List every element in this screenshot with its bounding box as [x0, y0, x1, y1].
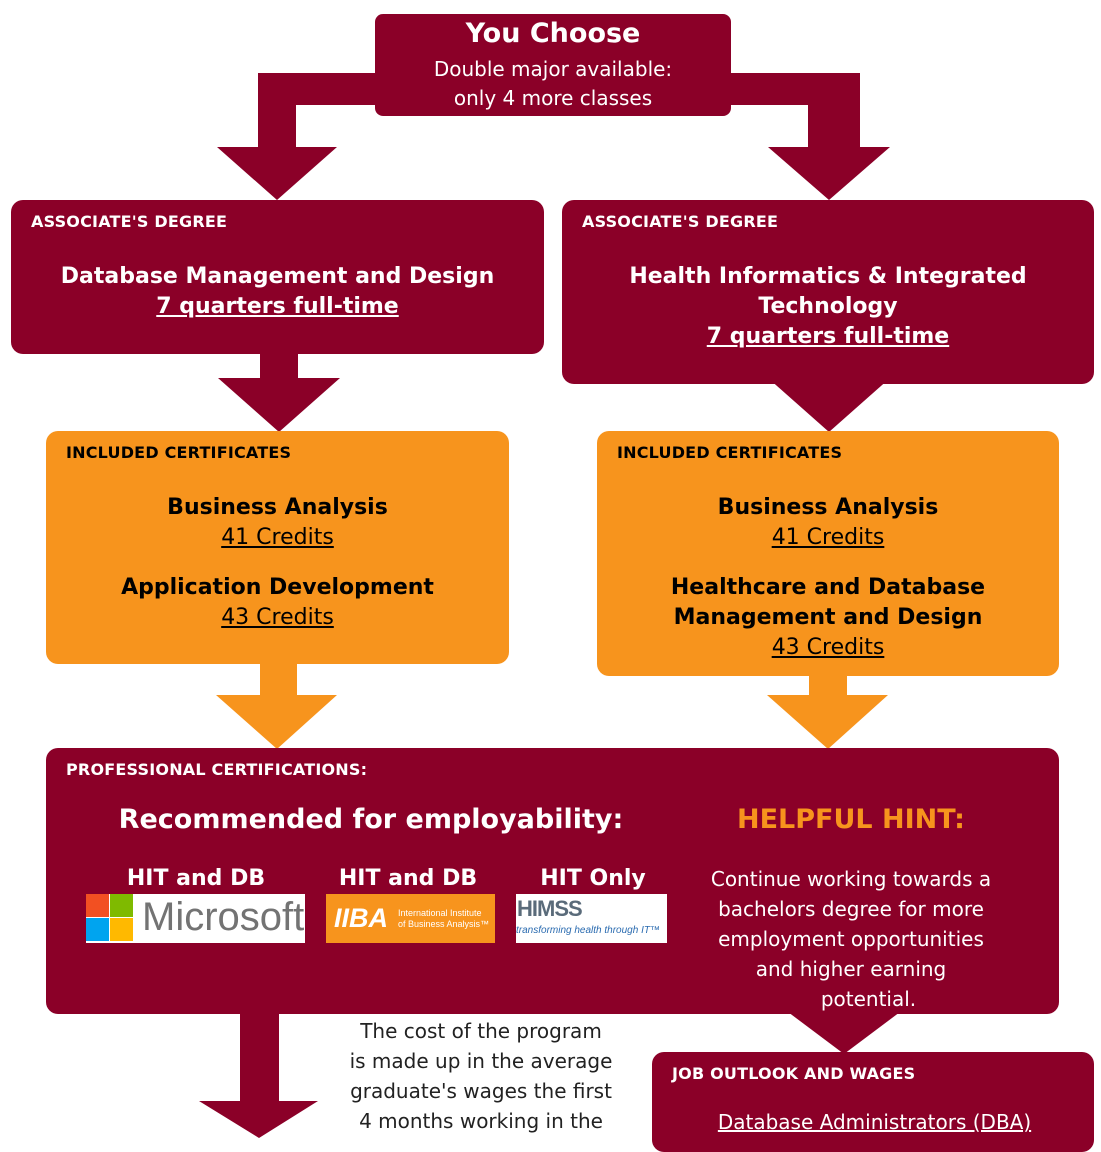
cert-business-analysis: Business Analysis: [167, 495, 388, 520]
microsoft-wordmark: Microsoft: [142, 895, 305, 939]
job-outlook-box: JOB OUTLOOK AND WAGES Database Administr…: [652, 1052, 1094, 1152]
job-outlook-tag: JOB OUTLOOK AND WAGES: [672, 1064, 916, 1083]
logo-label-himss: HIT Only: [540, 866, 646, 891]
degree-title-line1: Health Informatics & Integrated: [629, 264, 1027, 289]
cert-healthcare-db-line2: Management and Design: [673, 605, 983, 630]
logo-label-iiba: HIT and DB: [338, 866, 478, 891]
cert-application-development: Application Development: [121, 575, 434, 600]
certificates-tag: INCLUDED CERTIFICATES: [66, 443, 292, 462]
you-choose-line2: only 4 more classes: [453, 86, 653, 110]
degree-duration-link[interactable]: 7 quarters full-time: [706, 324, 950, 349]
cert-healthcare-db-line1: Healthcare and Database: [670, 575, 986, 600]
iiba-subtitle-2: of Business Analysis™: [398, 919, 490, 929]
logo-label-microsoft: HIT and DB: [126, 866, 266, 891]
arrow-bottom-right: [788, 1012, 900, 1054]
arrow-left-certs-down: [216, 662, 337, 749]
certificates-box-right: INCLUDED CERTIFICATES Business Analysis …: [597, 431, 1059, 676]
professional-certifications-box: PROFESSIONAL CERTIFICATIONS: Recommended…: [46, 748, 1059, 1014]
degree-box-health-informatics[interactable]: ASSOCIATE'S DEGREE Health Informatics & …: [562, 200, 1094, 384]
arrow-bottom-left: [199, 1012, 318, 1138]
cost-note-line: graduate's wages the first: [350, 1079, 612, 1103]
microsoft-square-red: [86, 894, 109, 917]
certificates-box-left: INCLUDED CERTIFICATES Business Analysis …: [46, 431, 509, 664]
degree-box-database[interactable]: ASSOCIATE'S DEGREE Database Management a…: [11, 200, 544, 354]
you-choose-line1: Double major available:: [433, 57, 673, 81]
arrow-right-certs-down: [767, 662, 888, 749]
iiba-subtitle-1: International Institute: [398, 908, 482, 918]
certificates-tag: INCLUDED CERTIFICATES: [617, 443, 843, 462]
cert-business-analysis: Business Analysis: [717, 495, 939, 520]
iiba-logo[interactable]: IIBA International Institute of Business…: [326, 894, 495, 943]
arrow-left-branch: [217, 73, 380, 200]
you-choose-title: You Choose: [465, 18, 641, 49]
cert-application-development-credits[interactable]: 43 Credits: [221, 605, 334, 630]
you-choose-box: You Choose Double major available: only …: [375, 14, 731, 116]
professional-tag: PROFESSIONAL CERTIFICATIONS:: [66, 760, 368, 779]
cost-note-line: The cost of the program: [360, 1019, 602, 1043]
degree-duration-link[interactable]: 7 quarters full-time: [156, 294, 399, 319]
degree-tag: ASSOCIATE'S DEGREE: [582, 212, 779, 231]
microsoft-square-blue: [86, 918, 109, 941]
cert-healthcare-db-credits[interactable]: 43 Credits: [771, 635, 885, 660]
hint-line: and higher earning: [755, 957, 947, 981]
degree-tag: ASSOCIATE'S DEGREE: [31, 212, 228, 231]
microsoft-square-green: [110, 894, 133, 917]
hint-line: employment opportunities: [718, 927, 984, 951]
dba-link[interactable]: Database Administrators (DBA): [717, 1110, 1032, 1134]
microsoft-logo[interactable]: Microsoft: [86, 894, 305, 943]
cost-note-line: 4 months working in the: [359, 1109, 603, 1133]
himss-tagline: transforming health through IT™: [516, 925, 660, 936]
iiba-wordmark: IIBA: [334, 903, 388, 933]
cost-note: The cost of the program is made up in th…: [326, 1016, 636, 1136]
degree-title: Database Management and Design: [60, 264, 495, 289]
recommended-heading: Recommended for employability:: [118, 804, 624, 835]
cert-business-analysis-credits[interactable]: 41 Credits: [771, 525, 885, 550]
hint-line: Continue working towards a: [710, 867, 992, 891]
cert-business-analysis-credits[interactable]: 41 Credits: [221, 525, 334, 550]
arrow-left-degree-down: [218, 352, 340, 432]
microsoft-square-yellow: [110, 918, 133, 941]
himss-logo[interactable]: HIMSS transforming health through IT™: [516, 894, 667, 943]
arrow-right-degree-down: [768, 378, 890, 432]
helpful-hint-heading: HELPFUL HINT:: [737, 804, 965, 835]
himss-wordmark: HIMSS: [517, 896, 583, 921]
arrow-right-branch: [728, 73, 890, 200]
helpful-hint-text: Continue working towards a bachelors deg…: [676, 864, 1026, 1014]
degree-title-line2: Technology: [758, 294, 898, 319]
hint-line: bachelors degree for more: [718, 897, 984, 921]
cost-note-line: is made up in the average: [349, 1049, 613, 1073]
hint-line: potential.: [820, 987, 917, 1011]
